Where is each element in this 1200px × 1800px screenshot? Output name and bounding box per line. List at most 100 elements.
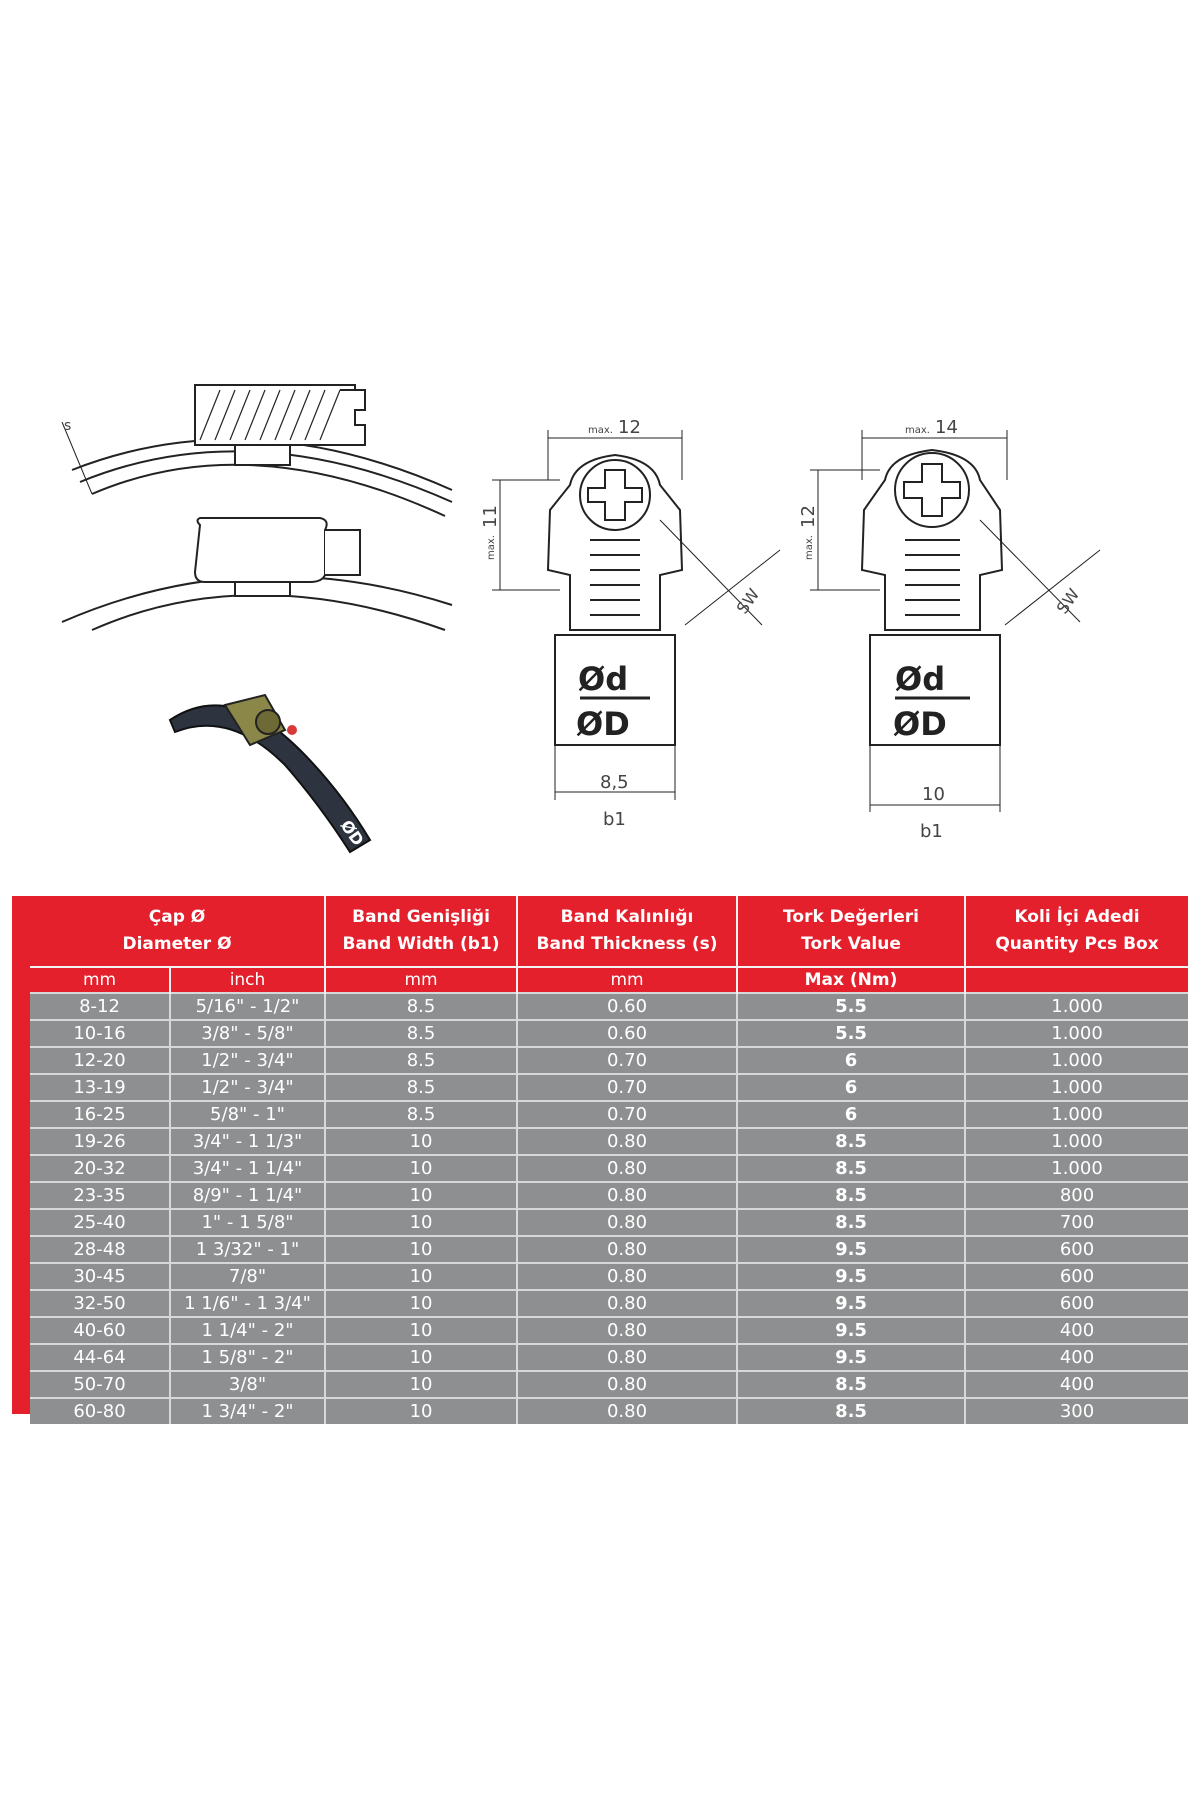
cell-band-thickness: 0.80 [517,1370,739,1398]
sw-label-left: SW [733,585,764,617]
cell-quantity: 400 [965,1370,1189,1398]
width-dim-left: 12 [618,417,641,438]
cell-band-width: 8.5 [325,1073,519,1101]
cell-band-width: 10 [325,1235,519,1263]
cell-band-thickness: 0.70 [517,1073,739,1101]
cell-diameter-mm: 50-70 [30,1370,171,1398]
cell-torque: 6 [737,1046,967,1074]
cell-quantity: 300 [965,1397,1189,1424]
cell-diameter-inch: 1 1/4" - 2" [170,1316,327,1344]
clamp-3d-illustration: ØD [168,693,372,854]
cell-quantity: 600 [965,1235,1189,1263]
label-s: s [64,418,71,434]
cell-band-width: 10 [325,1397,519,1424]
cell-torque: 5.5 [737,1019,967,1047]
specifications-table: Çap Ø Diameter Ø Band Genişliği Band Wid… [30,896,1189,1424]
cell-diameter-inch: 3/4" - 1 1/4" [170,1154,327,1182]
unit-inch: inch [170,966,327,993]
cell-band-thickness: 0.80 [517,1181,739,1209]
cell-band-thickness: 0.60 [517,992,739,1020]
cell-torque: 8.5 [737,1154,967,1182]
cell-torque: 6 [737,1100,967,1128]
drawings-svg: s ØD [61,384,1101,854]
cell-diameter-mm: 25-40 [30,1208,171,1236]
cell-diameter-mm: 60-80 [30,1397,171,1424]
cell-diameter-inch: 8/9" - 1 1/4" [170,1181,327,1209]
cell-band-width: 10 [325,1208,519,1236]
cell-band-width: 10 [325,1181,519,1209]
cell-band-thickness: 0.80 [517,1262,739,1290]
cell-band-thickness: 0.80 [517,1289,739,1317]
cell-diameter-mm: 44-64 [30,1343,171,1371]
cell-diameter-mm: 8-12 [30,992,171,1020]
cell-diameter-mm: 23-35 [30,1181,171,1209]
cell-diameter-inch: 1" - 1 5/8" [170,1208,327,1236]
cell-band-thickness: 0.80 [517,1316,739,1344]
max-label-left-v: max. [486,535,497,560]
cell-band-thickness: 0.80 [517,1208,739,1236]
od-small-left: Ød [578,660,628,698]
od-large-right: ØD [893,705,947,743]
cell-diameter-inch: 7/8" [170,1262,327,1290]
height-dim-left: 11 [480,505,501,528]
cell-diameter-mm: 19-26 [30,1127,171,1155]
cell-torque: 9.5 [737,1289,967,1317]
cell-torque: 6 [737,1073,967,1101]
od-small-right: Ød [895,660,945,698]
band-dim-right: 10 [922,784,945,805]
unit-torque: Max (Nm) [737,966,967,993]
cell-torque: 9.5 [737,1316,967,1344]
od-large-left: ØD [576,705,630,743]
cell-diameter-inch: 3/8" [170,1370,327,1398]
cell-band-thickness: 0.80 [517,1343,739,1371]
cell-band-thickness: 0.60 [517,1019,739,1047]
cell-diameter-inch: 5/8" - 1" [170,1100,327,1128]
header-torque: Tork Değerleri Tork Value [737,896,967,967]
b1-label-right: b1 [920,821,943,842]
cell-band-thickness: 0.70 [517,1046,739,1074]
width-dim-right: 14 [935,417,958,438]
cell-diameter-inch: 1 3/4" - 2" [170,1397,327,1424]
cell-torque: 9.5 [737,1262,967,1290]
cell-diameter-mm: 16-25 [30,1100,171,1128]
front-view-8-5 [492,430,781,800]
cell-diameter-inch: 1 5/8" - 2" [170,1343,327,1371]
header-band-width: Band Genişliği Band Width (b1) [325,896,519,967]
max-label-left: max. [588,425,613,436]
cell-quantity: 1.000 [965,992,1189,1020]
front-view-10 [810,430,1101,812]
cell-quantity: 1.000 [965,1073,1189,1101]
cell-torque: 5.5 [737,992,967,1020]
cell-band-width: 10 [325,1289,519,1317]
b1-label-left: b1 [603,809,626,830]
cell-diameter-mm: 20-32 [30,1154,171,1182]
cell-band-width: 8.5 [325,992,519,1020]
header-band-thickness: Band Kalınlığı Band Thickness (s) [517,896,739,967]
technical-drawings: s ØD [0,360,1200,880]
cell-torque: 8.5 [737,1127,967,1155]
cell-band-width: 8.5 [325,1019,519,1047]
unit-band-width: mm [325,966,519,993]
cell-band-width: 10 [325,1127,519,1155]
cell-quantity: 1.000 [965,1046,1189,1074]
cell-band-thickness: 0.80 [517,1235,739,1263]
cell-band-width: 10 [325,1316,519,1344]
cell-torque: 9.5 [737,1235,967,1263]
cell-diameter-mm: 40-60 [30,1316,171,1344]
cell-quantity: 1.000 [965,1100,1189,1128]
cell-quantity: 1.000 [965,1127,1189,1155]
cell-quantity: 800 [965,1181,1189,1209]
cell-band-thickness: 0.80 [517,1154,739,1182]
